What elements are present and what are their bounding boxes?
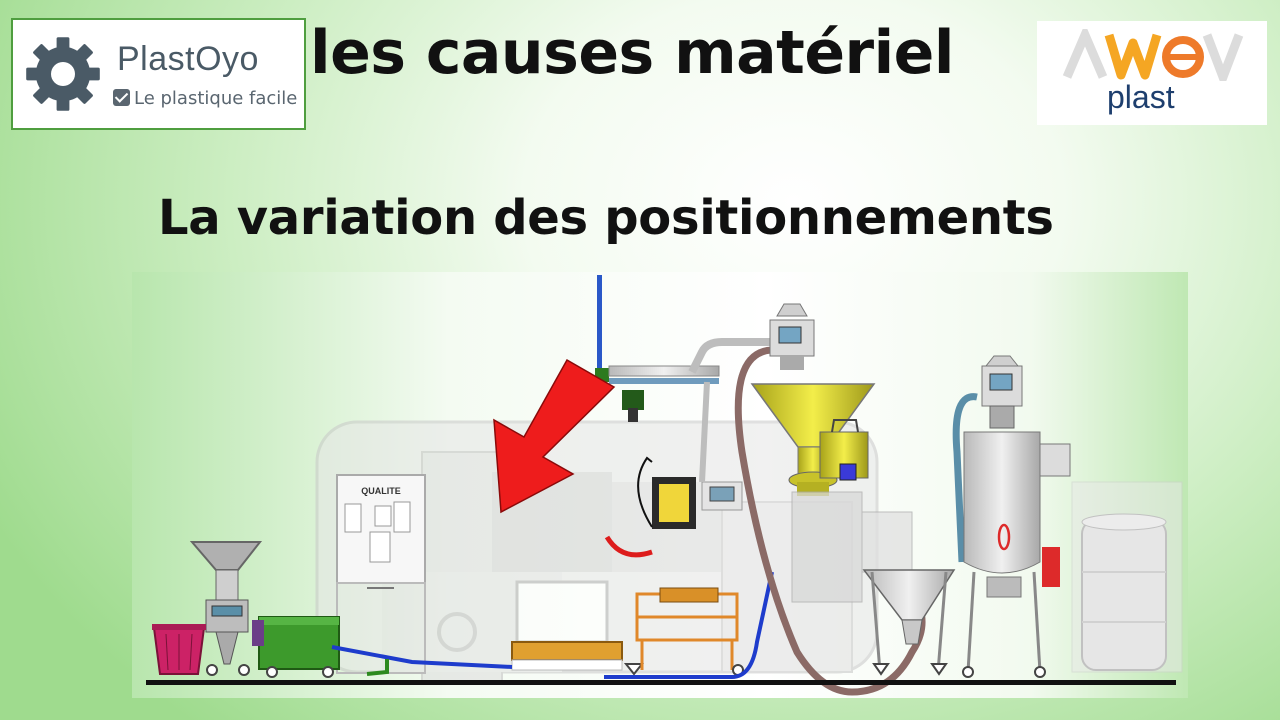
grey-pipe-top: [688, 338, 777, 374]
red-cable: [604, 535, 653, 558]
dryer-silo: [962, 355, 1071, 678]
small-hopper-feeder: [189, 541, 263, 676]
waste-bin: [152, 624, 206, 675]
steel-funnel: [862, 569, 956, 676]
yellow-dosing-unit: [819, 419, 869, 481]
grey-pipe-vertical: [699, 381, 710, 483]
slide-subtitle: La variation des positionnements: [158, 190, 1054, 246]
black-cable: [637, 456, 653, 528]
blue-hose-left: [331, 645, 513, 669]
control-unit: [652, 477, 743, 529]
quality-label: QUALITE: [361, 486, 401, 496]
plastoyo-brand: PlastOyo: [117, 40, 259, 78]
plastoyo-tagline-row: Le plastique facile: [113, 88, 297, 109]
awev-plast-text: plast: [1107, 79, 1175, 115]
robot-gantry: [595, 275, 720, 422]
green-container: [252, 616, 340, 678]
teal-hose: [952, 393, 978, 563]
blue-hose: [604, 571, 774, 679]
awev-plast-logo: plast: [1037, 21, 1267, 125]
gear-icon: [26, 37, 100, 111]
rack-cartridges: [659, 587, 719, 603]
slide-title: les causes matériel: [310, 18, 954, 88]
orange-rack: [635, 592, 739, 670]
conveyor-tray: [511, 641, 645, 676]
floor-line: [146, 680, 1176, 685]
red-arrow-icon: [493, 358, 616, 514]
central-dryer: [791, 491, 913, 603]
checkbox-icon: [113, 89, 130, 106]
brown-vacuum-hose: [734, 346, 926, 696]
plastoyo-logo: PlastOyo Le plastique facile: [11, 18, 306, 130]
injection-machine-illustration: QUALITE: [132, 272, 1188, 698]
stacked-bags: [1071, 481, 1183, 673]
plastoyo-tagline: Le plastique facile: [134, 88, 298, 109]
quality-cabinet: QUALITE: [336, 474, 426, 674]
green-base: [366, 659, 389, 676]
awev-wordmark-icon: [1062, 29, 1244, 81]
